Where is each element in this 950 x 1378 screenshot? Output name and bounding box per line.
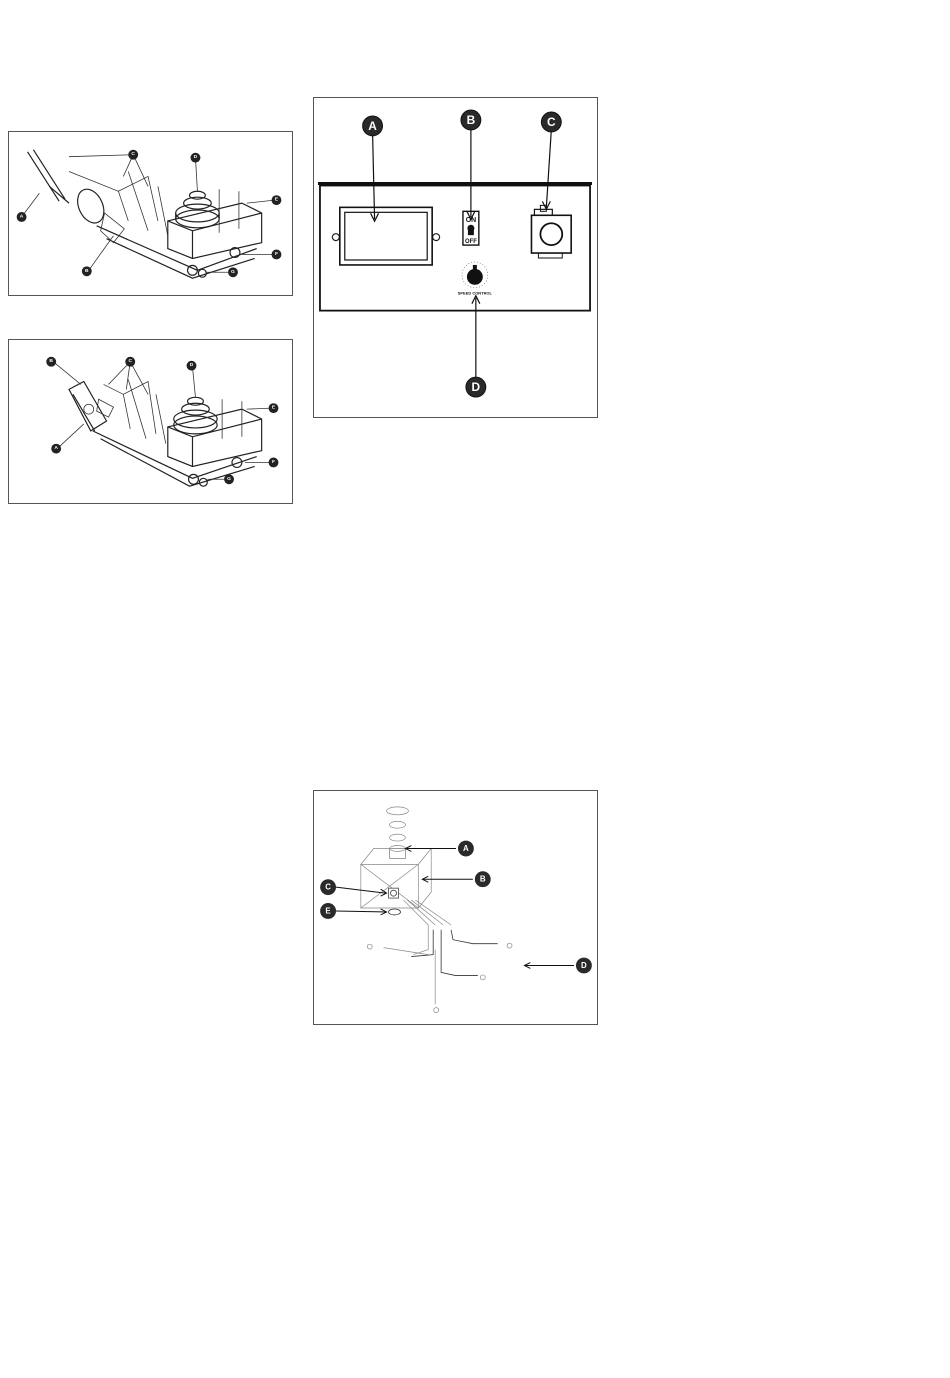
svg-text:D: D <box>190 362 194 368</box>
figure-cart-assembly-2: B C D E A F G <box>8 339 293 504</box>
svg-text:C: C <box>325 883 331 892</box>
speed-control-dial: SPEED CONTROL <box>458 262 493 296</box>
callout-c: C <box>128 150 138 160</box>
display-window <box>332 207 439 265</box>
frame-rails-2 <box>93 380 257 487</box>
callout-e: E <box>320 903 336 919</box>
leader-arrows <box>336 846 574 969</box>
tank-drawing: A B C E D <box>314 791 597 1024</box>
cart-drawing-1: A C D E B F G <box>9 132 292 295</box>
callout-d: D <box>191 153 201 163</box>
svg-text:C: C <box>131 151 135 157</box>
drain-fitting <box>389 909 401 915</box>
figure-tank-plumbing: A B C E D <box>313 790 598 1025</box>
pulley-stack-2 <box>174 397 217 434</box>
svg-text:E: E <box>325 906 330 915</box>
svg-text:A: A <box>368 119 377 133</box>
frame-rails <box>69 172 257 279</box>
handle-plate <box>69 381 107 430</box>
svg-text:SPEED CONTROL: SPEED CONTROL <box>458 291 493 296</box>
callout-b: B <box>461 110 481 130</box>
svg-text:A: A <box>54 445 58 451</box>
svg-text:F: F <box>275 251 278 257</box>
callout-d: D <box>466 377 486 397</box>
float-valve <box>389 888 399 898</box>
cart-drawing-2: B C D E A F G <box>9 340 292 503</box>
svg-text:F: F <box>272 459 275 465</box>
svg-text:G: G <box>231 269 235 275</box>
figure-cart-assembly-1: A C D E B F G <box>8 131 293 296</box>
svg-text:D: D <box>581 961 587 970</box>
hose-lines <box>367 900 512 1013</box>
callout-c: C <box>125 357 135 367</box>
svg-text:D: D <box>194 154 198 160</box>
svg-text:C: C <box>128 358 132 364</box>
callout-e: E <box>269 403 279 413</box>
push-button <box>531 205 571 258</box>
callout-d: D <box>187 361 197 371</box>
callout-g: G <box>224 474 234 484</box>
callout-a: A <box>51 444 61 454</box>
leader-lines <box>22 155 275 273</box>
svg-text:B: B <box>49 358 53 364</box>
callout-c: C <box>541 112 561 132</box>
svg-text:C: C <box>547 115 556 129</box>
cap-rings <box>387 807 409 841</box>
callout-b: B <box>82 266 92 276</box>
drive-wheel <box>72 185 109 227</box>
callout-a: A <box>363 116 383 136</box>
callout-b: B <box>46 357 56 367</box>
leader-arrows <box>371 129 552 377</box>
callout-b: B <box>475 871 491 887</box>
callout-c: C <box>320 879 336 895</box>
svg-text:A: A <box>463 844 469 853</box>
svg-text:B: B <box>85 268 89 274</box>
callout-e: E <box>272 195 282 205</box>
svg-text:G: G <box>227 476 231 482</box>
callout-g: G <box>228 267 238 277</box>
callout-f: F <box>272 250 282 260</box>
svg-text:OFF: OFF <box>465 239 477 245</box>
control-panel-drawing: ON OFF SPEED CONTROL <box>314 98 597 417</box>
handle-bar <box>28 150 69 203</box>
callout-a: A <box>17 212 27 222</box>
figure-control-panel: ON OFF SPEED CONTROL <box>313 97 598 418</box>
svg-text:B: B <box>480 875 486 884</box>
water-tank <box>361 846 431 908</box>
callout-d: D <box>576 958 592 974</box>
callout-f: F <box>269 458 279 468</box>
svg-text:D: D <box>472 380 481 394</box>
svg-text:A: A <box>20 213 24 219</box>
callout-a: A <box>458 841 474 857</box>
svg-text:B: B <box>467 113 476 127</box>
